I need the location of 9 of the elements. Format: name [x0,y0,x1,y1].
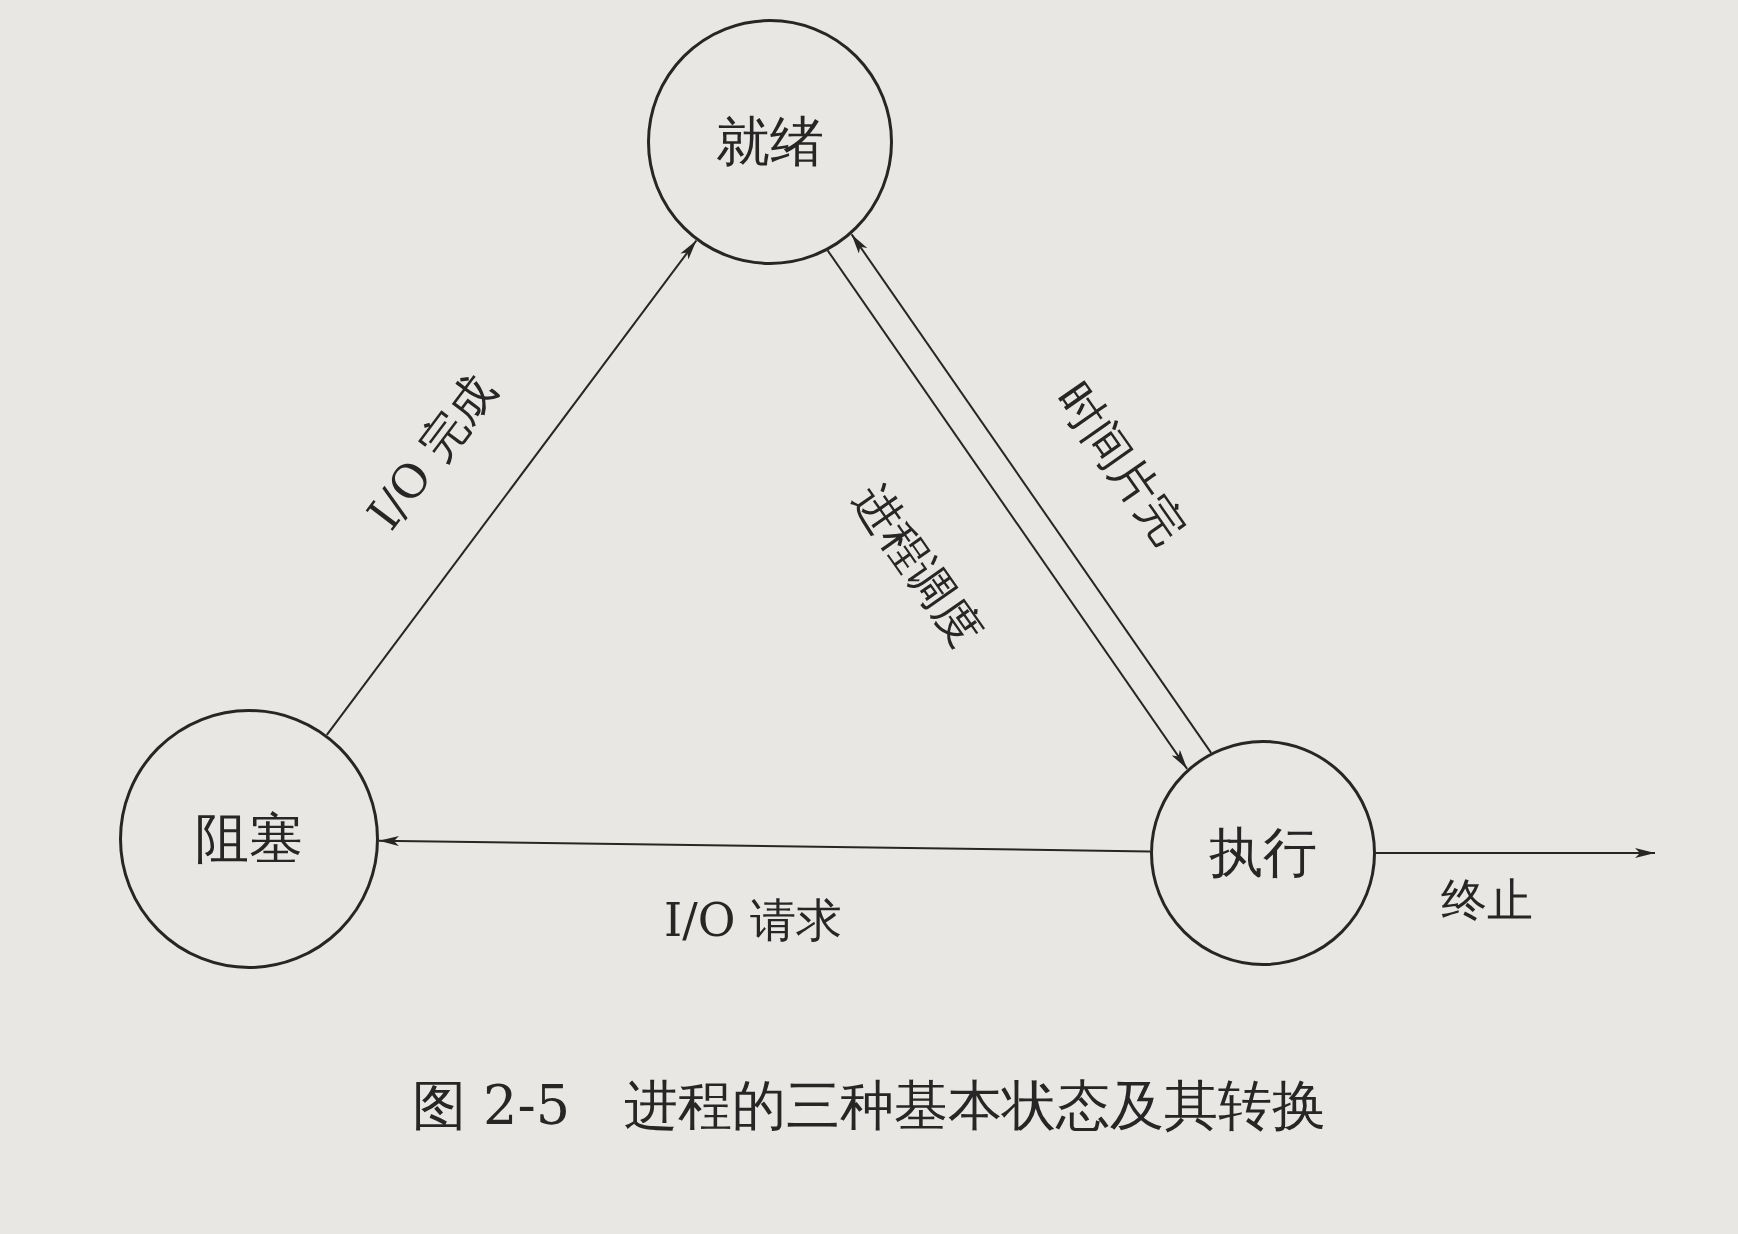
arrow [826,249,1189,770]
state-circle: 就绪 [647,19,893,265]
arrow [378,836,1151,853]
arrow [850,233,1213,754]
state-circle: 阻塞 [119,709,379,969]
arrow [325,239,698,736]
state-circle: 执行 [1150,740,1376,966]
figure-caption: 图 2-5 进程的三种基本状态及其转换 [410,1073,1328,1139]
arrow [1375,848,1656,858]
